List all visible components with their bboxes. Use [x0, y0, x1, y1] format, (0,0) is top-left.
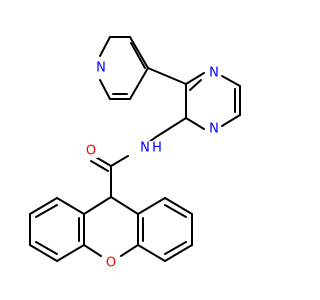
bond	[221, 114, 241, 127]
bond	[147, 67, 187, 85]
pyrazine-nitrogen-label-bottom: N	[209, 122, 219, 137]
bond	[129, 67, 149, 100]
bond-double-inner	[164, 241, 187, 255]
bond	[29, 244, 58, 262]
molecule-structure-diagram: N N N N H O O	[29, 36, 241, 271]
bond	[129, 36, 149, 69]
atom-labels: N N N N H O O	[84, 61, 221, 271]
bond	[137, 244, 166, 262]
bond	[120, 244, 139, 257]
bond	[185, 117, 205, 130]
bond-double-inner	[35, 204, 58, 218]
bond	[29, 197, 58, 215]
bond-double-inner	[164, 204, 187, 218]
bond	[99, 79, 111, 100]
bond	[164, 197, 193, 215]
bond-double-inner	[189, 79, 202, 91]
bond	[110, 155, 129, 167]
right-benzene-ring	[137, 197, 193, 262]
bond	[56, 197, 85, 215]
pyrazine-nitrogen-label-top: N	[209, 66, 219, 81]
xanthene-core	[83, 196, 139, 257]
bond-double-inner	[35, 241, 58, 255]
bond	[164, 244, 193, 262]
xanthene-oxygen-label: O	[106, 256, 116, 271]
bond	[56, 244, 85, 262]
bond	[99, 36, 111, 57]
pyrazine-ring	[147, 67, 241, 130]
bond	[137, 197, 166, 215]
bond	[155, 117, 187, 138]
bond	[83, 196, 112, 215]
bond	[83, 244, 102, 257]
bond	[110, 196, 139, 215]
amide-hydrogen-label: H	[152, 141, 162, 156]
pyridine-nitrogen-label: N	[96, 61, 106, 76]
bond	[185, 72, 205, 85]
bond	[221, 75, 241, 87]
carbonyl-oxygen-label: O	[86, 144, 96, 159]
pyridine-ring	[99, 36, 149, 100]
amide-nitrogen-label: N	[140, 141, 150, 156]
bond-carbonyl	[90, 160, 109, 172]
bond-double-inner	[130, 42, 146, 69]
left-benzene-ring	[29, 197, 85, 262]
